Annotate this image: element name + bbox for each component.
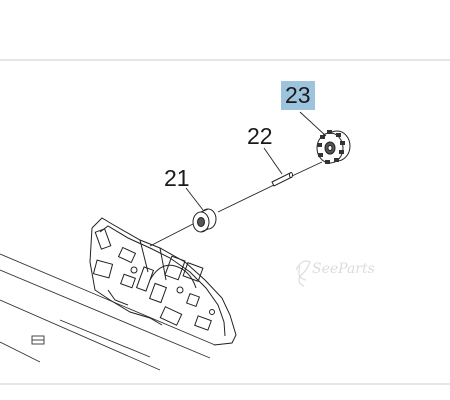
callout-21: 21 [164,165,190,191]
leader-lines [185,111,327,211]
callout-23: 23 [281,81,315,110]
base-plate [0,253,216,371]
frame-assembly [89,217,237,346]
frame-lines [0,59,450,385]
reference-symbol [31,335,45,345]
part-23-gear [316,130,351,164]
watermark-logo [295,260,311,287]
watermark-text: SeeParts [312,261,375,277]
assembly-axis [149,161,323,247]
part-21-bushing [192,208,217,233]
callout-22: 22 [247,123,273,149]
part-22-shaft [271,172,293,187]
